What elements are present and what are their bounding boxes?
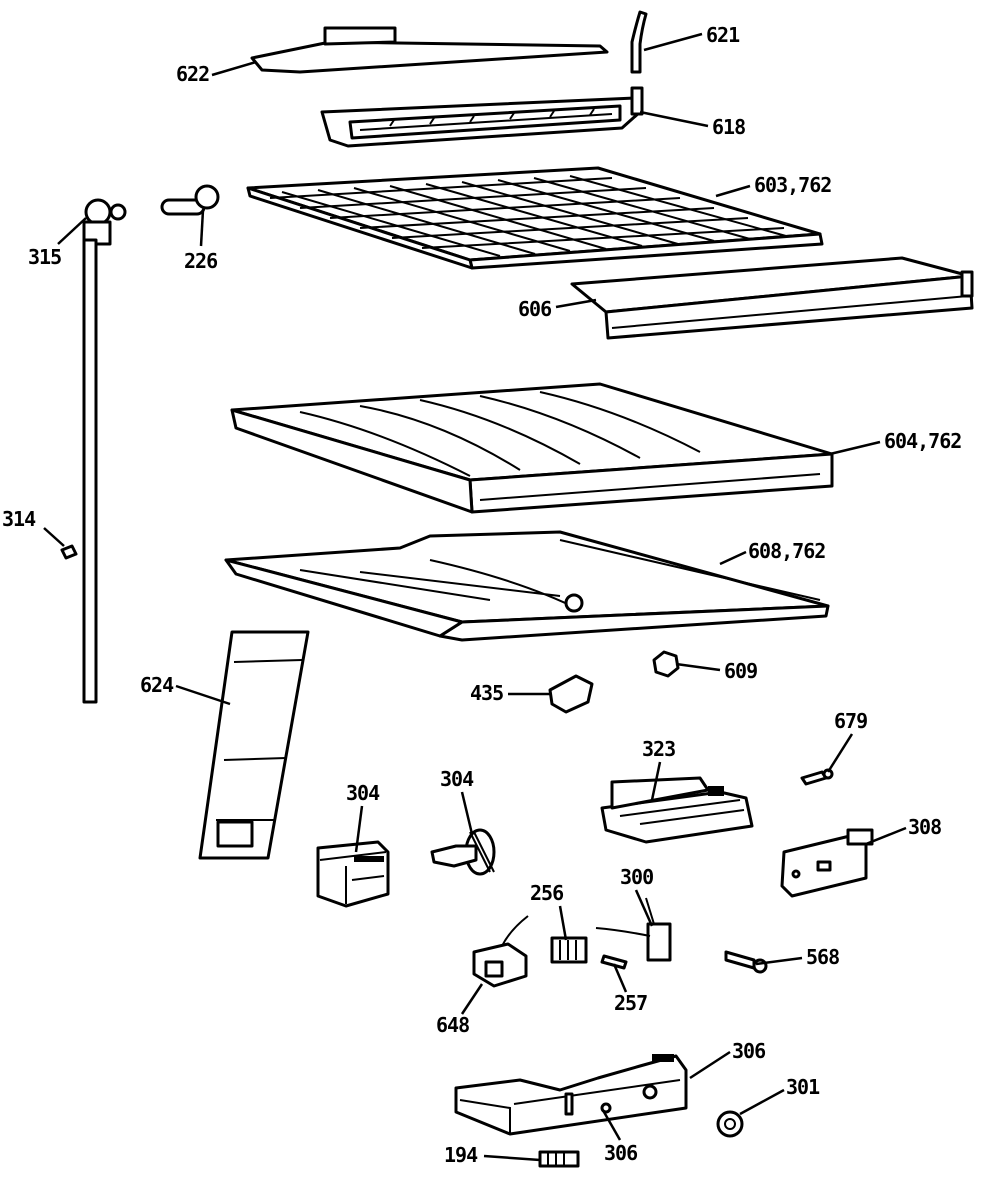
callout-306-bottom: 306 (604, 1141, 637, 1165)
callout-622: 622 (176, 62, 209, 86)
callout-315: 315 (28, 245, 61, 269)
callout-226: 226 (184, 249, 217, 273)
callout-256: 256 (530, 881, 563, 905)
part-679 (800, 768, 834, 786)
part-300 (595, 897, 672, 962)
callout-194: 194 (444, 1143, 478, 1167)
callout-314: 314 (2, 507, 36, 531)
callout-608-762: 608,762 (748, 539, 825, 563)
part-315-314-rod (60, 198, 127, 704)
part-648 (472, 915, 529, 988)
callout-604-762: 604,762 (884, 429, 961, 453)
callout-301: 301 (786, 1075, 820, 1099)
part-568 (724, 950, 768, 974)
part-301 (716, 1110, 744, 1138)
part-609 (652, 650, 680, 678)
callout-648: 648 (436, 1013, 469, 1037)
callout-679: 679 (834, 709, 867, 733)
part-257 (600, 954, 628, 970)
part-621 (630, 10, 648, 74)
callout-labels: 622 621 618 603,762 315 226 606 604,762 … (2, 23, 962, 1167)
part-624 (198, 630, 310, 860)
callout-609: 609 (724, 659, 757, 683)
callout-618: 618 (712, 115, 745, 139)
callout-624: 624 (140, 673, 174, 697)
part-256 (550, 936, 588, 964)
part-608 (224, 530, 830, 642)
part-323 (600, 776, 754, 844)
callout-568: 568 (806, 945, 839, 969)
callout-621: 621 (706, 23, 740, 47)
callout-603-762: 603,762 (754, 173, 831, 197)
part-306 (454, 1054, 688, 1136)
part-435 (548, 674, 594, 714)
callout-300: 300 (620, 865, 653, 889)
callout-306-top: 306 (732, 1039, 765, 1063)
callout-606: 606 (518, 297, 551, 321)
leader-lines (43, 32, 907, 1162)
part-226 (160, 184, 220, 216)
callout-304-right: 304 (440, 767, 474, 791)
callout-323: 323 (642, 737, 675, 761)
callout-308: 308 (908, 815, 941, 839)
part-603-shelf (246, 166, 824, 270)
callout-304-left: 304 (346, 781, 380, 805)
part-622 (250, 26, 609, 74)
part-308 (780, 828, 874, 898)
callout-435: 435 (470, 681, 503, 705)
part-618 (320, 86, 644, 148)
part-304-box (316, 840, 390, 908)
part-194 (538, 1150, 580, 1168)
part-606 (570, 256, 974, 340)
callout-257: 257 (614, 991, 647, 1015)
part-604 (230, 382, 834, 514)
part-304-knob (430, 828, 496, 876)
